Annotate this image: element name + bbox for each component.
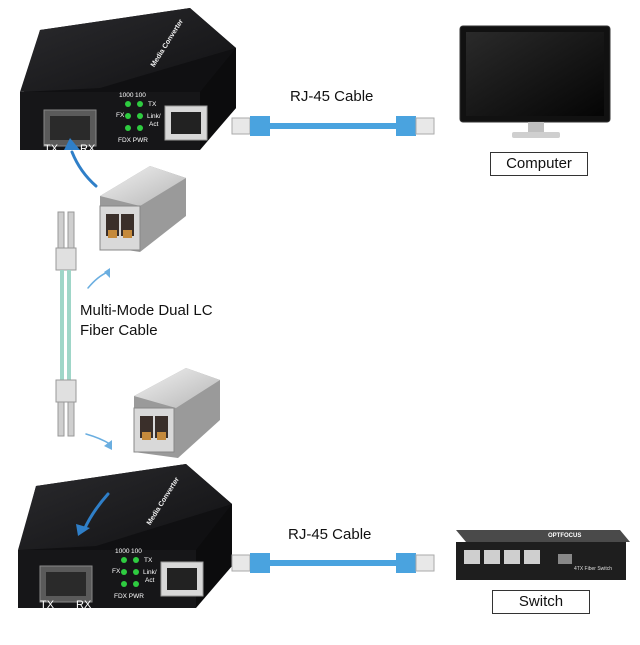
bottom-media-converter [18,464,232,608]
top-txled-label: TX [148,101,157,108]
bottom-sfp-module [133,368,220,458]
fiber-label-line2: Fiber Cable [80,322,158,339]
bottom-speed-1000: 1000 [115,548,130,555]
network-switch [456,530,630,580]
bottom-status-leds [121,557,139,587]
switch-model-label: 4TX Fiber Switch [574,566,613,572]
computer-monitor [459,25,611,138]
bottom-act-label: Act [145,577,155,584]
top-fdxpwr-label: FDX PWR [118,137,148,144]
top-fx-label: FX [116,112,125,119]
top-speed-100: 100 [135,92,146,99]
bottom-rx-label: RX [76,599,92,611]
top-status-leds [125,101,143,131]
bottom-tx-label: TX [40,599,55,611]
fiber-cable [55,211,77,437]
top-link-label: Link/ [147,113,161,120]
bottom-cable-label: RJ-45 Cable [288,526,372,543]
switch-brand-label: OPTFOCUS [548,533,582,539]
computer-label: Computer [490,152,588,176]
bottom-link-label: Link/ [143,569,157,576]
bottom-txled-label: TX [144,557,153,564]
top-speed-1000: 1000 [119,92,134,99]
bottom-fx-label: FX [112,568,121,575]
switch-label: Switch [492,590,590,614]
bottom-speed-100: 100 [131,548,142,555]
top-cable-label: RJ-45 Cable [290,88,374,105]
top-rx-label: RX [80,143,96,155]
direction-arrows [64,138,112,536]
bottom-fdxpwr-label: FDX PWR [114,593,144,600]
top-media-converter [20,8,236,150]
top-sfp-module [99,166,186,252]
top-tx-label: TX [44,143,59,155]
top-rj45-cable [231,116,435,136]
top-act-label: Act [149,121,159,128]
fiber-label-line1: Multi-Mode Dual LC [80,302,213,319]
bottom-rj45-cable [231,553,435,573]
